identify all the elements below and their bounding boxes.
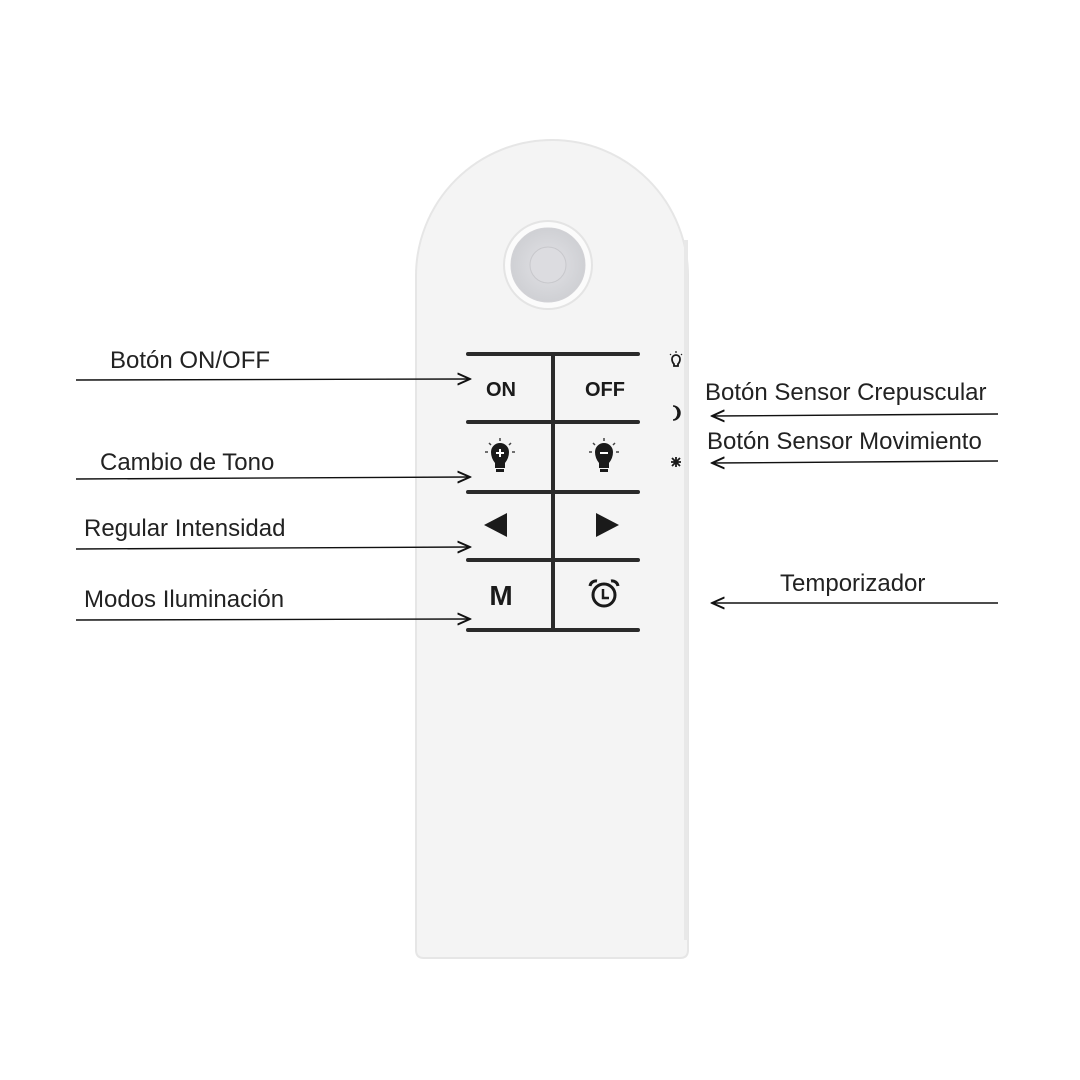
- callout-motion-sensor: Botón Sensor Movimiento: [707, 428, 999, 463]
- svg-text:ON: ON: [486, 379, 516, 401]
- mode-button[interactable]: M: [470, 564, 550, 626]
- callout-modes: Modos Iluminación: [75, 586, 470, 620]
- body-edge: [684, 240, 688, 940]
- on-button[interactable]: ON: [470, 358, 550, 418]
- tone-warm-button[interactable]: [470, 426, 550, 488]
- arrow-line: [712, 414, 999, 416]
- callout-intensity: Regular Intensidad: [75, 515, 470, 549]
- callout-tone: Cambio de Tono: [75, 449, 470, 479]
- arrow-line: [712, 461, 999, 463]
- callout-dusk-sensor: Botón Sensor Crepuscular: [705, 379, 999, 416]
- svg-text:OFF: OFF: [585, 379, 625, 401]
- side-bulb-icon: [669, 351, 683, 367]
- svg-text:Regular Intensidad: Regular Intensidad: [84, 515, 285, 542]
- side-moon-icon: [672, 405, 681, 421]
- svg-text:Modos Iluminación: Modos Iluminación: [84, 586, 284, 613]
- callout-timer: Temporizador: [712, 570, 998, 603]
- callout-on-off: Botón ON/OFF: [75, 347, 470, 380]
- motion-sensor-lens: [503, 220, 593, 310]
- svg-text:Cambio de Tono: Cambio de Tono: [100, 449, 274, 476]
- bulb-minus-icon: [589, 438, 619, 472]
- alarm-clock-icon: [588, 579, 620, 608]
- arrow-line: [75, 477, 470, 479]
- dim-up-button[interactable]: [556, 496, 636, 556]
- svg-text:Botón ON/OFF: Botón ON/OFF: [110, 347, 270, 374]
- svg-text:Temporizador: Temporizador: [780, 570, 925, 597]
- bulb-plus-icon: [485, 438, 515, 472]
- svg-text:M: M: [489, 580, 512, 611]
- tone-cool-button[interactable]: [556, 426, 636, 488]
- dim-down-triangle-icon: [484, 513, 507, 537]
- dim-down-button[interactable]: [470, 496, 550, 556]
- svg-text:Botón Sensor Movimiento: Botón Sensor Movimiento: [707, 428, 982, 455]
- timer-button[interactable]: [556, 564, 636, 626]
- side-star-icon: [671, 457, 681, 467]
- arrow-line: [75, 379, 470, 380]
- button-grid: [466, 352, 640, 632]
- arrow-line: [75, 547, 470, 549]
- svg-text:Botón Sensor Crepuscular: Botón Sensor Crepuscular: [705, 379, 986, 406]
- off-button[interactable]: OFF: [556, 358, 636, 418]
- arrow-line: [75, 619, 470, 620]
- dim-up-triangle-icon: [596, 513, 619, 537]
